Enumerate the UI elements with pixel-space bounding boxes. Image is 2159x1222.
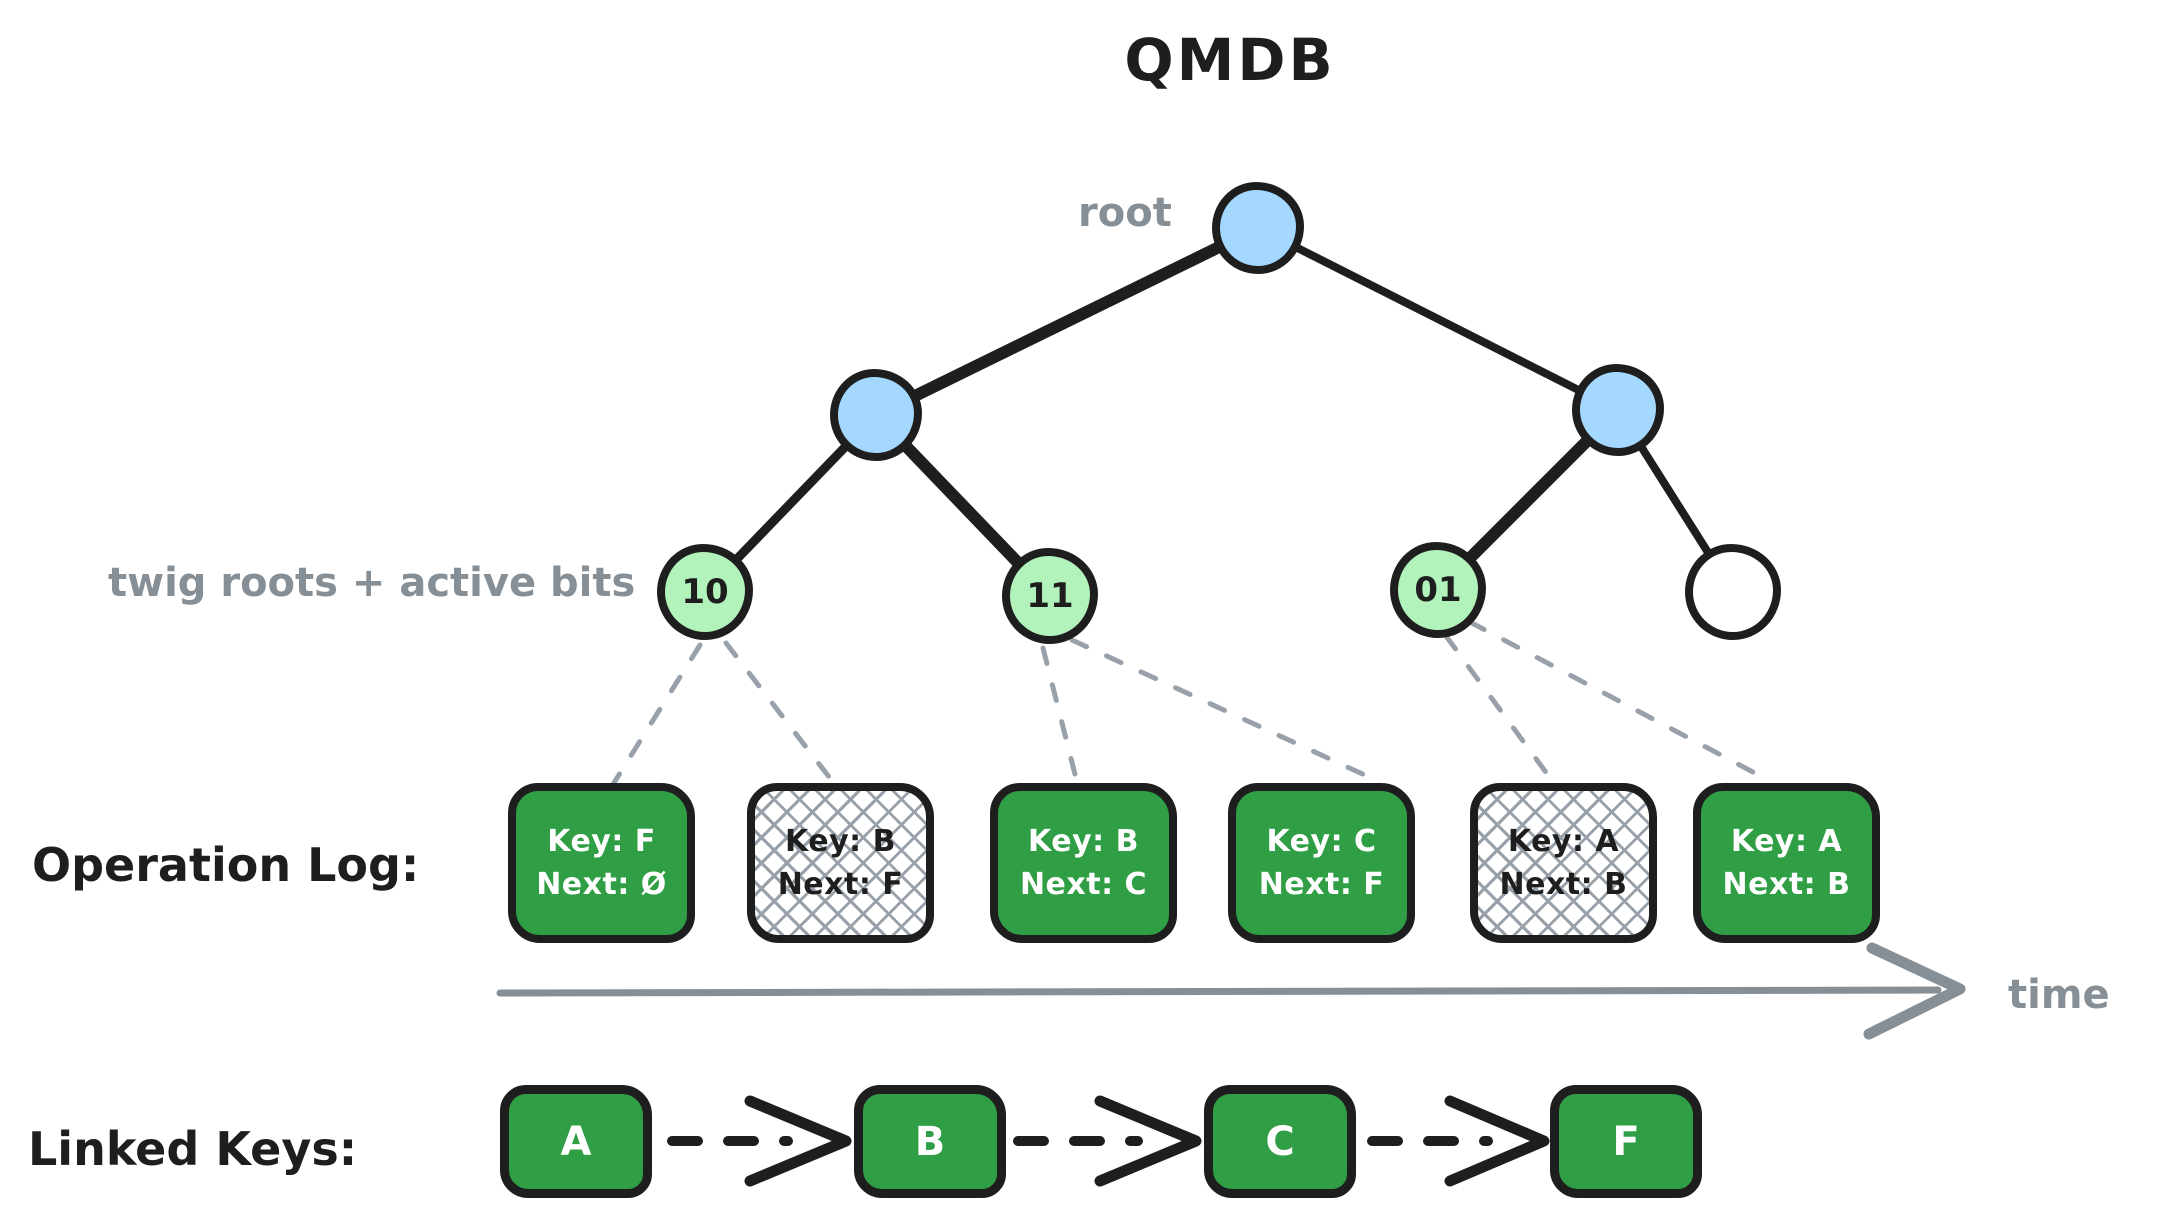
root-label: root: [1078, 190, 1172, 236]
linked-key-c: C: [1204, 1085, 1356, 1198]
twig-node-01-label: 01: [1414, 570, 1462, 610]
op-log-entry-4: Key: C Next: F: [1228, 783, 1415, 943]
op-entry-key: Key: A: [1730, 824, 1843, 859]
page-title: QMDB: [1124, 26, 1336, 94]
op-entry-next: Next: B: [1499, 867, 1628, 902]
op-entry-key: Key: F: [547, 824, 656, 859]
link-arrowhead-f-icon: [1444, 1095, 1550, 1187]
tree-node-inner-right: [1572, 364, 1664, 456]
linked-key-c-label: C: [1265, 1118, 1295, 1165]
twig-node-11-label: 11: [1026, 576, 1074, 616]
linked-key-f-label: F: [1612, 1118, 1640, 1165]
op-log-entry-3: Key: B Next: C: [990, 783, 1177, 943]
tree-node-root: [1212, 182, 1304, 274]
operation-log-label: Operation Log:: [32, 838, 420, 892]
link-arrowhead-b-icon: [744, 1095, 852, 1187]
twig-node-10: 10: [657, 544, 753, 640]
op-log-entry-5: Key: A Next: B: [1470, 783, 1657, 943]
linked-key-b: B: [854, 1085, 1006, 1198]
op-entry-next: Next: B: [1722, 867, 1851, 902]
op-entry-key: Key: B: [785, 824, 896, 859]
time-label: time: [2008, 972, 2110, 1018]
op-log-entry-1: Key: F Next: Ø: [508, 783, 695, 943]
twig-connector-01-entry5: [1443, 633, 1559, 789]
linked-key-f: F: [1550, 1085, 1702, 1198]
tree-edge-root-left: [870, 222, 1264, 421]
op-log-entry-2: Key: B Next: F: [747, 783, 934, 943]
time-axis-line: [496, 986, 1942, 997]
twig-node-01: 01: [1390, 542, 1486, 638]
twig-node-11: 11: [1002, 548, 1098, 644]
op-entry-next: Next: F: [777, 867, 904, 902]
op-entry-next: Next: C: [1019, 867, 1148, 902]
linked-keys-label: Linked Keys:: [28, 1122, 358, 1176]
op-entry-next: Next: F: [1258, 867, 1385, 902]
twig-connector-11-entry3: [1040, 645, 1081, 789]
linked-key-b-label: B: [914, 1118, 946, 1165]
op-entry-key: Key: C: [1266, 824, 1377, 859]
op-entry-next: Next: Ø: [536, 867, 667, 902]
tree-edge-root-right: [1254, 224, 1622, 414]
op-log-entry-6: Key: A Next: B: [1693, 783, 1880, 943]
twig-connector-01-entry6: [1467, 619, 1771, 783]
tree-node-inner-left: [830, 369, 922, 461]
op-entry-key: Key: B: [1028, 824, 1139, 859]
twig-node-10-label: 10: [681, 572, 729, 612]
time-arrowhead-icon: [1863, 942, 1966, 1040]
twig-connector-11-entry4: [1069, 637, 1385, 786]
linked-key-a-label: A: [560, 1118, 592, 1165]
twig-connector-10-entry2: [723, 640, 839, 789]
link-arrowhead-c-icon: [1094, 1095, 1202, 1187]
twig-node-empty: [1685, 544, 1781, 640]
op-entry-key: Key: A: [1507, 824, 1620, 859]
twig-connector-10-entry1: [609, 642, 703, 789]
twig-roots-label: twig roots + active bits: [108, 560, 636, 606]
linked-key-a: A: [500, 1085, 652, 1198]
